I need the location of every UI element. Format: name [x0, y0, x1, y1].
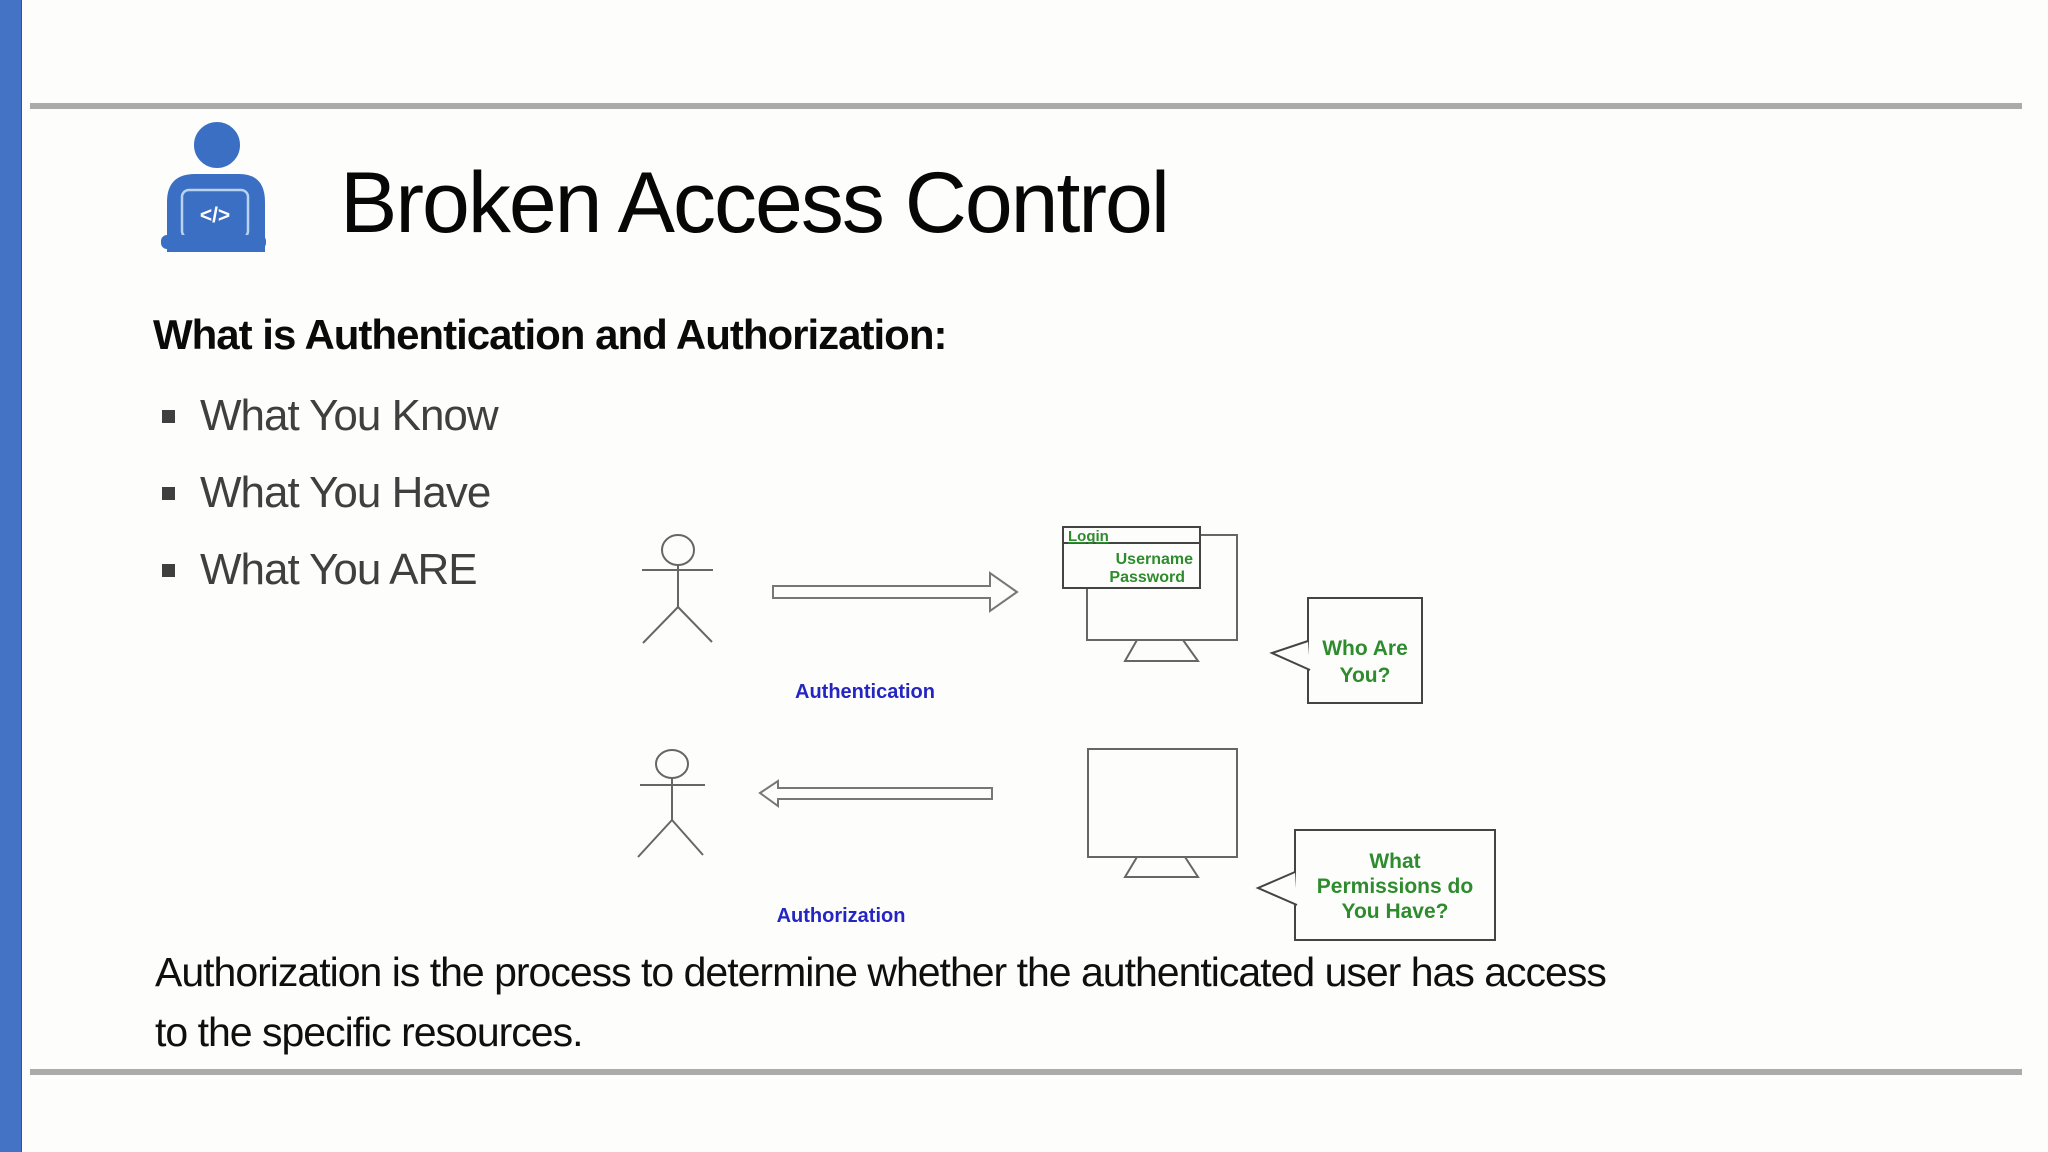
page-title: Broken Access Control — [340, 155, 1170, 251]
bullet-text: What You Have — [200, 468, 491, 517]
authorization-label: Authorization — [777, 905, 906, 927]
bullet-marker — [162, 409, 175, 423]
top-divider-line — [30, 103, 2022, 109]
bullet-text: What You ARE — [200, 545, 478, 594]
bottom-divider-line — [30, 1069, 2022, 1075]
bullet-marker — [162, 563, 175, 577]
permissions-bubble-line3: You Have? — [1342, 900, 1449, 923]
who-are-you-bubble: Who Are You? — [1269, 597, 1423, 704]
bullet-item: What You ARE — [162, 545, 498, 595]
bullet-item: What You Have — [162, 468, 498, 518]
bottom-paragraph: Authorization is the process to determin… — [155, 942, 1955, 1062]
bullet-list: What You Know What You Have What You ARE — [162, 391, 499, 622]
slide-accent-bar — [0, 0, 22, 1152]
person-head — [190, 118, 244, 172]
permissions-bubble-line2: Permissions do — [1317, 875, 1473, 898]
paragraph-line: Authorization is the process to determin… — [155, 949, 1607, 995]
stick-figure-user-icon — [642, 534, 713, 644]
password-label: Password — [1109, 569, 1185, 586]
who-bubble-line1: Who Are — [1322, 637, 1408, 660]
bullet-text: What You Know — [200, 391, 499, 440]
laptop-base — [161, 235, 266, 249]
who-bubble-line2: You? — [1340, 664, 1391, 687]
response-arrow-icon — [758, 779, 993, 808]
code-glyph: </> — [200, 204, 230, 227]
developer-icon: </> — [161, 118, 266, 252]
permissions-bubble-line1: What — [1369, 850, 1420, 873]
bullet-item: What You Know — [162, 391, 499, 441]
request-arrow-icon — [772, 571, 1019, 613]
auth-diagram: Login Username Password Who Are You? Aut… — [637, 526, 1496, 941]
bullet-marker — [162, 486, 175, 500]
login-window: Login Username Password — [1062, 526, 1201, 589]
paragraph-line: to the specific resources. — [155, 1009, 583, 1055]
login-window-title: Login — [1068, 528, 1109, 545]
username-label: Username — [1116, 551, 1193, 568]
permissions-bubble: What Permissions do You Have? — [1255, 829, 1496, 941]
section-heading: What is Authentication and Authorization… — [153, 311, 947, 358]
stick-figure-user-icon — [637, 749, 705, 858]
authentication-label: Authentication — [795, 681, 935, 703]
monitor-icon — [1087, 748, 1238, 878]
